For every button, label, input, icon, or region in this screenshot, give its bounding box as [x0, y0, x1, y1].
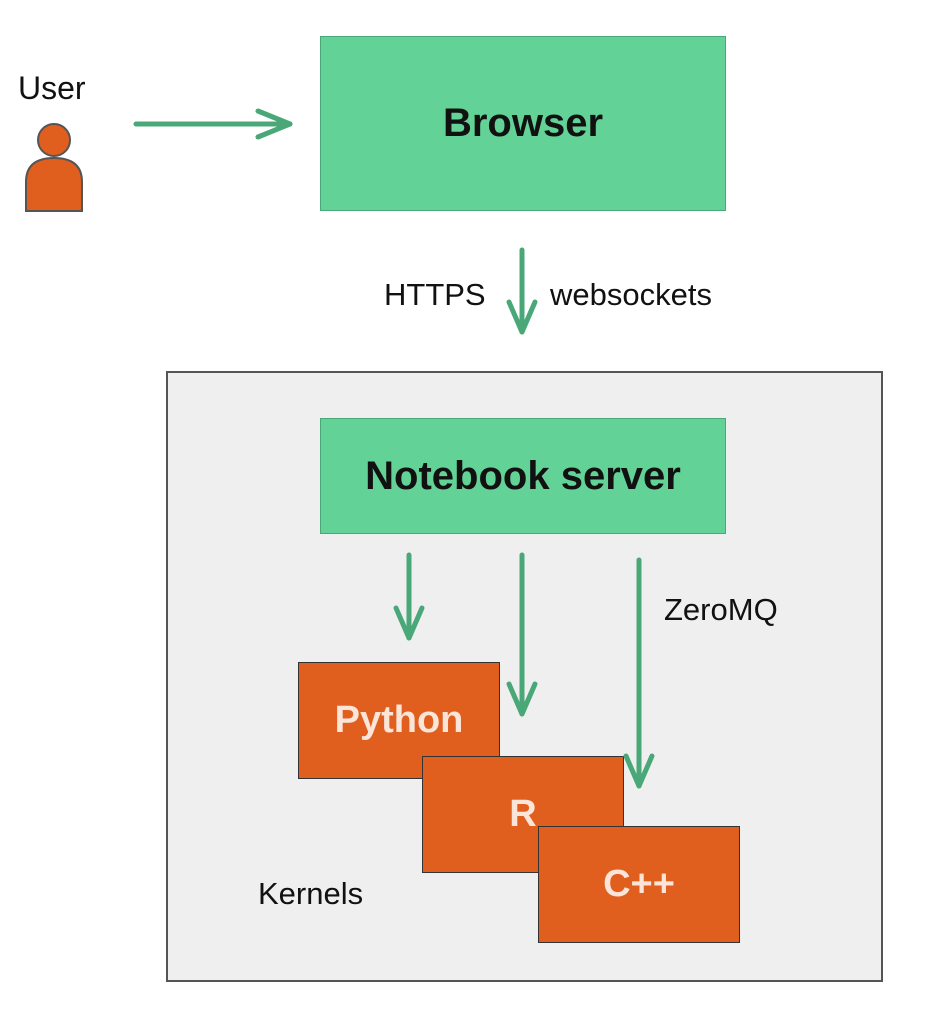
notebook-server-box: Notebook server: [320, 418, 726, 534]
kernel-r-label: R: [509, 793, 537, 835]
zeromq-label: ZeroMQ: [664, 592, 778, 627]
kernel-python-box: Python: [298, 662, 500, 779]
browser-label: Browser: [442, 101, 604, 145]
kernel-cpp-box: C++: [538, 826, 740, 943]
user-icon: [25, 123, 83, 212]
websockets-label: websockets: [550, 277, 712, 312]
kernel-cpp-label: C++: [603, 863, 675, 905]
user-label: User: [18, 70, 86, 106]
browser-box: Browser: [320, 36, 726, 211]
browser-to-server-arrow: [506, 247, 538, 335]
kernel-python-label: Python: [334, 699, 464, 741]
https-label: HTTPS: [384, 277, 486, 312]
kernels-label: Kernels: [258, 876, 364, 911]
user-to-browser-arrow: [133, 108, 293, 140]
notebook-server-label: Notebook server: [365, 453, 681, 498]
